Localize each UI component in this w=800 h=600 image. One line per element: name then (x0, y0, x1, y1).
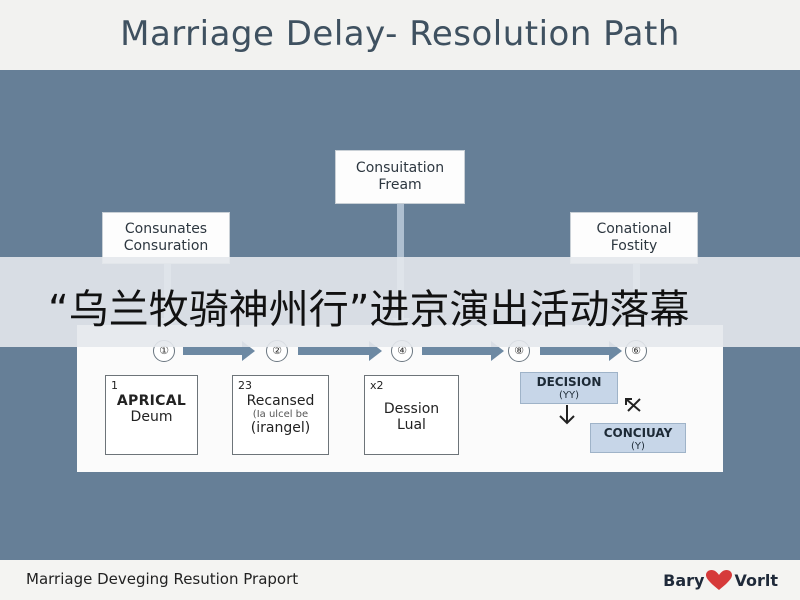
brand-left: Bary (663, 570, 705, 590)
cross-arrow-icon (625, 398, 641, 412)
card-index: 1 (111, 379, 118, 392)
card-title: Dession (383, 401, 440, 417)
step-card-dession: x2 Dession Lual (364, 375, 459, 455)
conational-line1: Conational (596, 221, 672, 237)
continuay-paren: (Y) (631, 441, 645, 452)
headline-overlay-text: “乌兰牧骑神州行”进京演出活动落幕 (48, 287, 690, 333)
flow-arrow-3 (422, 341, 504, 361)
step-card-aprical: 1 APRICAL Deum (105, 375, 198, 455)
card-subtitle: Lual (397, 417, 426, 433)
down-arrow-icon (559, 405, 575, 425)
footer-caption: Marriage Deveging Resution Praport (26, 570, 299, 588)
continuay-label: CONCIUAY (603, 426, 673, 440)
card-subtitle: Deum (130, 409, 173, 425)
consunates-line1: Consunates (124, 221, 208, 237)
decision-paren: (YY) (558, 390, 580, 401)
flow-arrow-1 (183, 341, 255, 361)
brand-logo: Bary Vorlt (663, 569, 778, 591)
diagram-title: Marriage Delay- Resolution Path (120, 14, 680, 54)
card-title: Recansed (246, 393, 315, 409)
card-index: x2 (370, 379, 384, 392)
decision-box: DECISION (YY) (520, 372, 618, 404)
continuay-box: CONCIUAY (Y) (590, 423, 686, 453)
consultation-box: Consuitation Fream (335, 150, 465, 204)
card-small-note: (Ia ulcel be (252, 409, 309, 420)
consunates-line2: Consuration (123, 238, 209, 254)
brand-right: Vorlt (734, 570, 778, 590)
consultation-line1: Consuitation (355, 160, 445, 176)
conational-box: Conational Fostity (570, 212, 698, 264)
title-bar: Marriage Delay- Resolution Path (0, 0, 800, 70)
flow-arrow-4 (540, 341, 622, 361)
step-card-recansed: 23 Recansed (Ia ulcel be (irangel) (232, 375, 329, 455)
consultation-line2: Fream (378, 177, 422, 193)
card-title: APRICAL (116, 393, 187, 409)
decision-label: DECISION (536, 375, 602, 389)
headline-overlay: “乌兰牧骑神州行”进京演出活动落幕 (0, 257, 800, 347)
card-index: 23 (238, 379, 252, 392)
card-subtitle: (irangel) (250, 420, 311, 436)
heart-icon (705, 569, 733, 591)
footer: Marriage Deveging Resution Praport Bary … (0, 560, 800, 600)
flow-arrow-2 (298, 341, 382, 361)
conational-line2: Fostity (610, 238, 658, 254)
